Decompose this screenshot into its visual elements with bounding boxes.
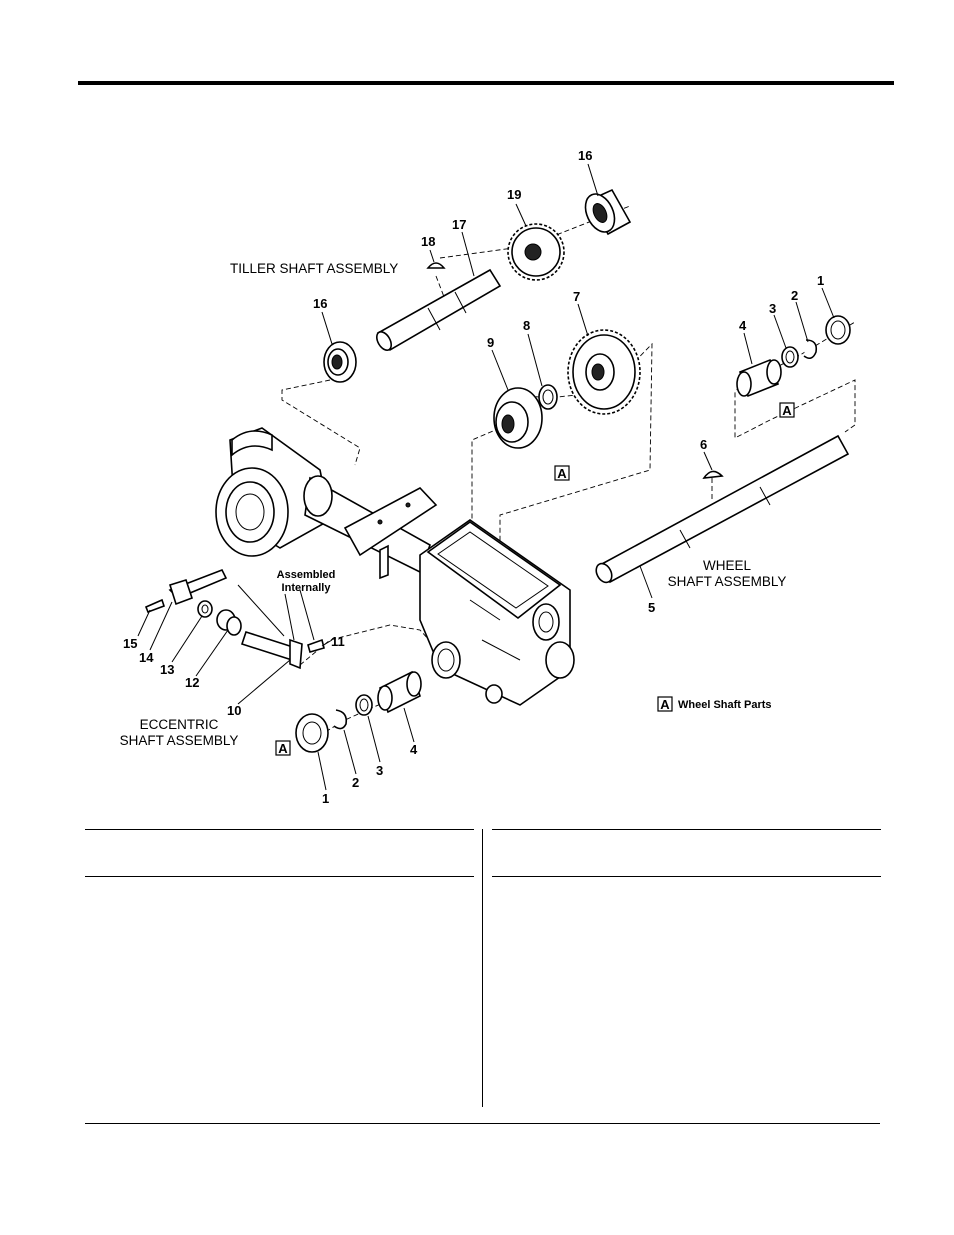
table-right-header-rule xyxy=(492,876,881,877)
leader-lines xyxy=(137,163,835,791)
legend: A Wheel Shaft Parts xyxy=(657,696,772,712)
callout-tiller-key: 18 xyxy=(421,234,435,249)
caption-eccentric-line2: SHAFT ASSEMBLY xyxy=(120,733,239,748)
seal-12 xyxy=(216,609,242,636)
callout-left-seal: 1 xyxy=(322,791,329,806)
right-parts-bracket xyxy=(734,379,856,439)
caption-tiller-shaft-assembly: TILLER SHAFT ASSEMBLY xyxy=(230,261,398,276)
caption-wheel-line1: WHEEL xyxy=(703,558,752,573)
key-18 xyxy=(426,262,446,269)
callout-tiller-shaft: 17 xyxy=(452,217,466,232)
marker-a-right: A xyxy=(779,402,795,418)
table-left-top-rule xyxy=(85,829,474,830)
gearbox-housing xyxy=(419,519,575,706)
marker-a-center-label: A xyxy=(557,466,567,481)
eccentric-arm-14 xyxy=(168,568,228,606)
callout-tiller-bearing-left: 16 xyxy=(313,296,327,311)
header-rule xyxy=(78,81,894,85)
caption-eccentric-line1: ECCENTRIC xyxy=(140,717,219,732)
bearing-16-top xyxy=(584,188,632,236)
washer-8 xyxy=(538,384,558,410)
right-washer-3 xyxy=(781,346,799,368)
caption-assembled-line1: Assembled xyxy=(277,569,336,581)
legend-marker: A xyxy=(660,697,670,712)
tiller-key-line xyxy=(435,275,447,303)
bearing-16-left xyxy=(323,341,357,383)
callout-ecc-screw: 15 xyxy=(123,636,137,651)
right-bushing-4 xyxy=(736,358,782,398)
big-gear-7 xyxy=(567,329,641,415)
callout-ecc-nut: 13 xyxy=(160,662,174,677)
eccentric-shaft-10 xyxy=(240,630,303,670)
marker-a-left-label: A xyxy=(278,741,288,756)
left-bushing-4 xyxy=(377,670,422,714)
callout-right-bushing: 4 xyxy=(739,318,747,333)
table-column-divider xyxy=(482,829,483,1107)
hub-gear-9 xyxy=(493,387,543,449)
exploded-parts-diagram: A A A 16 19 17 18 16 7 8 9 4 3 2 1 6 5 1… xyxy=(120,148,856,806)
tiller-bearing-path xyxy=(281,379,361,466)
caption-wheel-line2: SHAFT ASSEMBLY xyxy=(668,574,787,589)
marker-a-center: A xyxy=(554,465,570,481)
caption-assembled-line2: Internally xyxy=(282,582,332,594)
callout-right-ring: 2 xyxy=(791,288,798,303)
nut-13 xyxy=(197,600,213,618)
gear-19 xyxy=(507,223,565,281)
callout-ecc-arm: 14 xyxy=(139,650,154,665)
callout-ecc-shaft: 10 xyxy=(227,703,241,718)
pin-11 xyxy=(307,638,325,653)
callout-washer: 8 xyxy=(523,318,530,333)
marker-a-right-label: A xyxy=(782,403,792,418)
callout-tiller-bearing-top: 16 xyxy=(578,148,592,163)
callout-left-washer: 3 xyxy=(376,763,383,778)
screw-15 xyxy=(144,598,166,614)
callout-right-seal: 1 xyxy=(817,273,824,288)
callout-ecc-pin: 11 xyxy=(331,634,345,649)
callout-left-ring: 2 xyxy=(352,775,359,790)
tiller-shaft-17 xyxy=(375,268,502,352)
wheel-key-6 xyxy=(702,470,724,479)
table-left-header-rule xyxy=(85,876,474,877)
wheel-shaft-5 xyxy=(595,434,850,584)
callout-right-washer: 3 xyxy=(769,301,776,316)
callout-hub-gear: 9 xyxy=(487,335,494,350)
tiller-housing xyxy=(215,427,331,557)
callout-big-gear: 7 xyxy=(573,289,580,304)
table-right-top-rule xyxy=(492,829,881,830)
right-ring-2 xyxy=(803,339,818,360)
left-washer-3 xyxy=(355,694,373,716)
footer-rule xyxy=(85,1123,880,1124)
right-seal-1 xyxy=(825,315,851,345)
callout-tiller-gear: 19 xyxy=(507,187,521,202)
left-ring-2 xyxy=(333,709,348,730)
callout-wheel-shaft: 5 xyxy=(648,600,655,615)
callout-ecc-seal: 12 xyxy=(185,675,199,690)
legend-text: Wheel Shaft Parts xyxy=(678,699,772,711)
marker-a-left: A xyxy=(275,740,291,756)
left-seal-1 xyxy=(295,713,329,753)
mounting-bracket xyxy=(343,487,438,580)
callout-wheel-key: 6 xyxy=(700,437,707,452)
callout-left-bushing: 4 xyxy=(410,742,418,757)
